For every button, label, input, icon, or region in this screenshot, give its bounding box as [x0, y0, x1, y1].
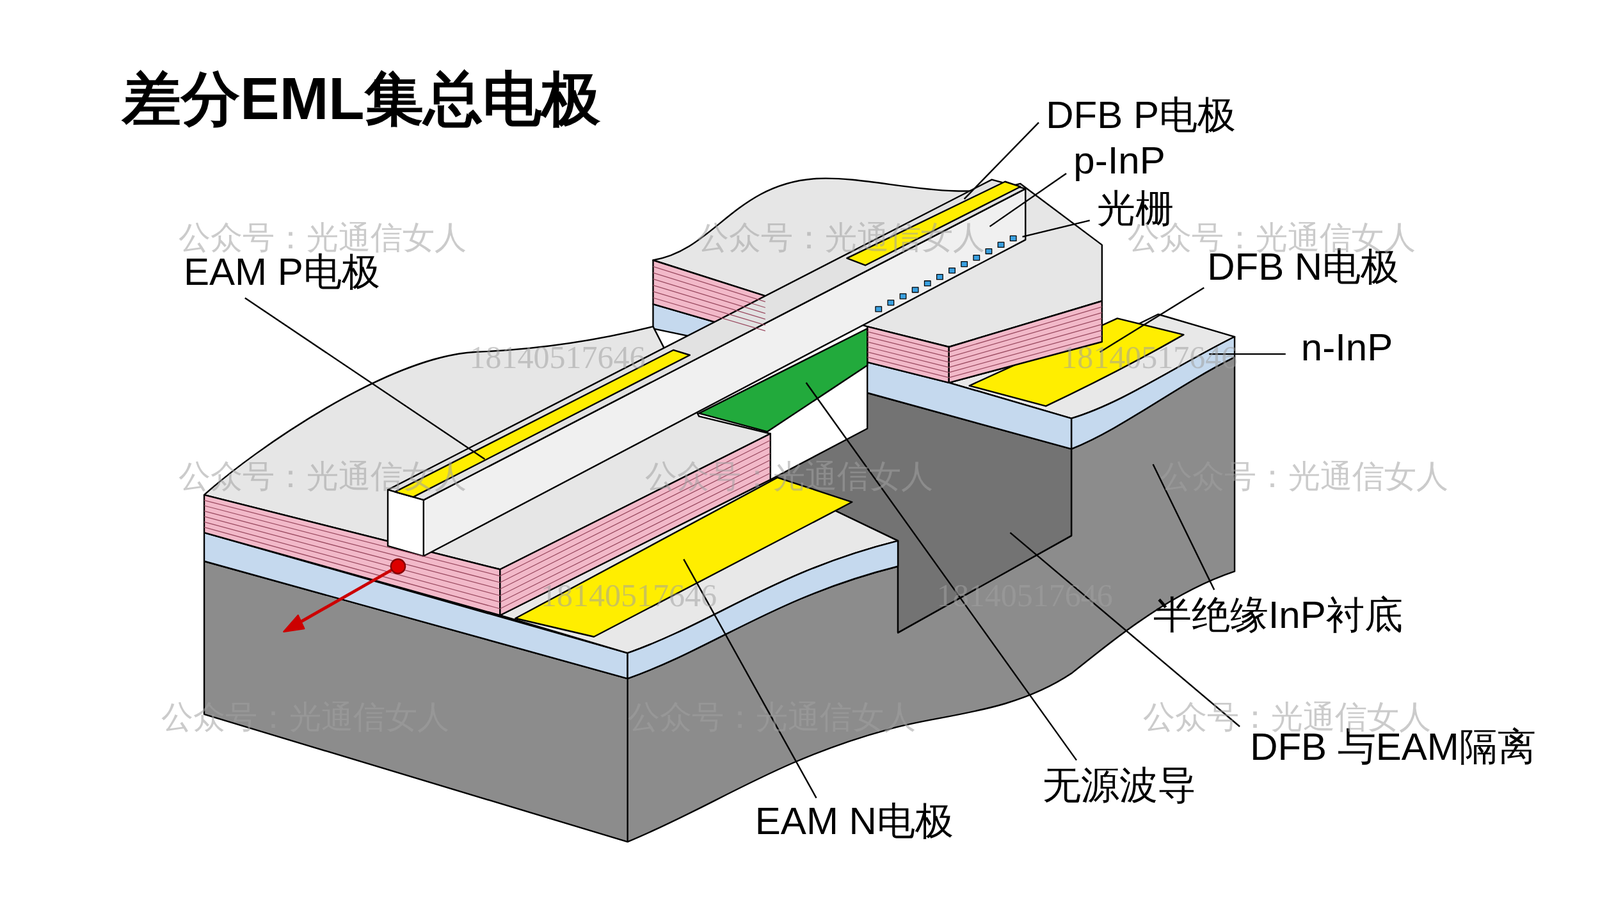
grating-tooth [1009, 235, 1017, 241]
layer-stripe [204, 527, 500, 609]
ridge-top [387, 179, 1026, 501]
layer-stripe [867, 336, 950, 358]
watermark: 公众号：光通信女人 [645, 455, 934, 498]
layer-stripe [867, 357, 950, 378]
leader-line [245, 297, 486, 459]
grating-tooth [997, 241, 1005, 248]
diagram-title: 差分EML集总电极 [122, 59, 600, 139]
watermark: 公众号：光通信女人 [1160, 455, 1449, 498]
watermark: 18140517646 [936, 576, 1113, 614]
part-label: 半绝缘InP衬底 [1153, 589, 1403, 642]
grating-tooth [949, 268, 956, 274]
layer-stripe [867, 331, 950, 352]
layer-stripe [867, 341, 950, 363]
leader-line [990, 173, 1067, 227]
part-label: 无源波导 [1042, 759, 1197, 812]
layer-stripe [652, 297, 765, 331]
watermark: 公众号：光通信女人 [178, 216, 467, 260]
watermark: 公众号：光通信女人 [627, 695, 916, 739]
layer-stripe [652, 291, 765, 325]
watermark: 公众号：光通信女人 [1143, 695, 1432, 739]
grating-tooth [924, 280, 931, 287]
grating-tooth [985, 248, 992, 255]
leader-line [1022, 220, 1090, 237]
grating-tooth [887, 300, 895, 306]
layer-stripe [204, 505, 500, 583]
layer-stripes [204, 266, 1103, 609]
dfb-layers-left [867, 326, 950, 383]
watermark: 18140517646 [469, 338, 646, 376]
leader-line [964, 122, 1039, 200]
ridge-front [387, 489, 424, 557]
ridge-side [423, 188, 1026, 557]
part-label: DFB P电极 [1045, 89, 1236, 142]
part-label: EAM N电极 [755, 795, 954, 848]
layer-stripe [204, 510, 500, 589]
grating-tooth [875, 306, 882, 312]
watermark: 公众号：光通信女人 [696, 216, 985, 260]
light-arrowhead [283, 615, 304, 632]
layer-stripe [204, 500, 500, 576]
part-label: n-InP [1301, 325, 1393, 370]
grating-tooth [973, 255, 980, 261]
watermark: 18140517646 [540, 576, 717, 614]
watermark: 18140517646 [1061, 338, 1238, 376]
light-spot [391, 559, 406, 574]
watermark: 公众号：光通信女人 [178, 455, 467, 498]
light-arrow [296, 566, 399, 625]
grating-tooth [936, 274, 944, 280]
grating-tooth [899, 293, 907, 299]
watermark: 公众号：光通信女人 [161, 695, 450, 739]
layer-stripe [204, 516, 500, 596]
watermark: 公众号：光通信女人 [1127, 216, 1416, 260]
part-label: p-InP [1073, 138, 1165, 183]
layer-stripe [204, 521, 500, 602]
grating-tooth [961, 261, 968, 267]
grating-tooth [912, 287, 919, 293]
layer-stripe [867, 352, 950, 373]
layer-stripe [867, 346, 950, 368]
